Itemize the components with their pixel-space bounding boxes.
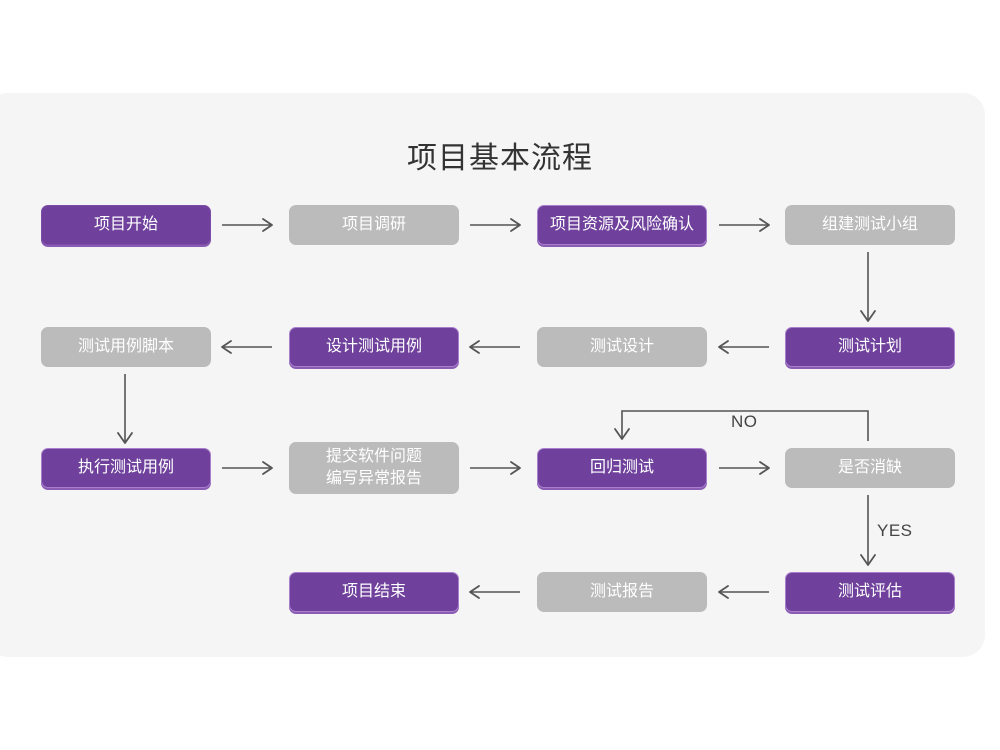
node-test-report[interactable]: 测试报告 [537, 572, 707, 612]
edge-label-no: NO [731, 412, 758, 431]
node-defect-cleared-decision[interactable]: 是否消缺 [785, 448, 955, 488]
edge-label-yes: YES [877, 521, 913, 540]
node-test-case-script[interactable]: 测试用例脚本 [41, 327, 211, 367]
node-project-end[interactable]: 项目结束 [289, 572, 459, 612]
node-test-plan[interactable]: 测试计划 [785, 327, 955, 367]
node-test-evaluation[interactable]: 测试评估 [785, 572, 955, 612]
node-execute-test-case[interactable]: 执行测试用例 [41, 448, 211, 488]
node-build-test-team[interactable]: 组建测试小组 [785, 205, 955, 245]
flowchart-card [0, 93, 985, 657]
node-project-research[interactable]: 项目调研 [289, 205, 459, 245]
node-test-design[interactable]: 测试设计 [537, 327, 707, 367]
node-design-test-case[interactable]: 设计测试用例 [289, 327, 459, 367]
node-submit-defect-report[interactable]: 提交软件问题 编写异常报告 [289, 442, 459, 494]
node-resource-risk-confirm[interactable]: 项目资源及风险确认 [537, 205, 707, 245]
page-title: 项目基本流程 [407, 142, 593, 175]
node-project-start[interactable]: 项目开始 [41, 205, 211, 245]
node-regression-test[interactable]: 回归测试 [537, 448, 707, 488]
